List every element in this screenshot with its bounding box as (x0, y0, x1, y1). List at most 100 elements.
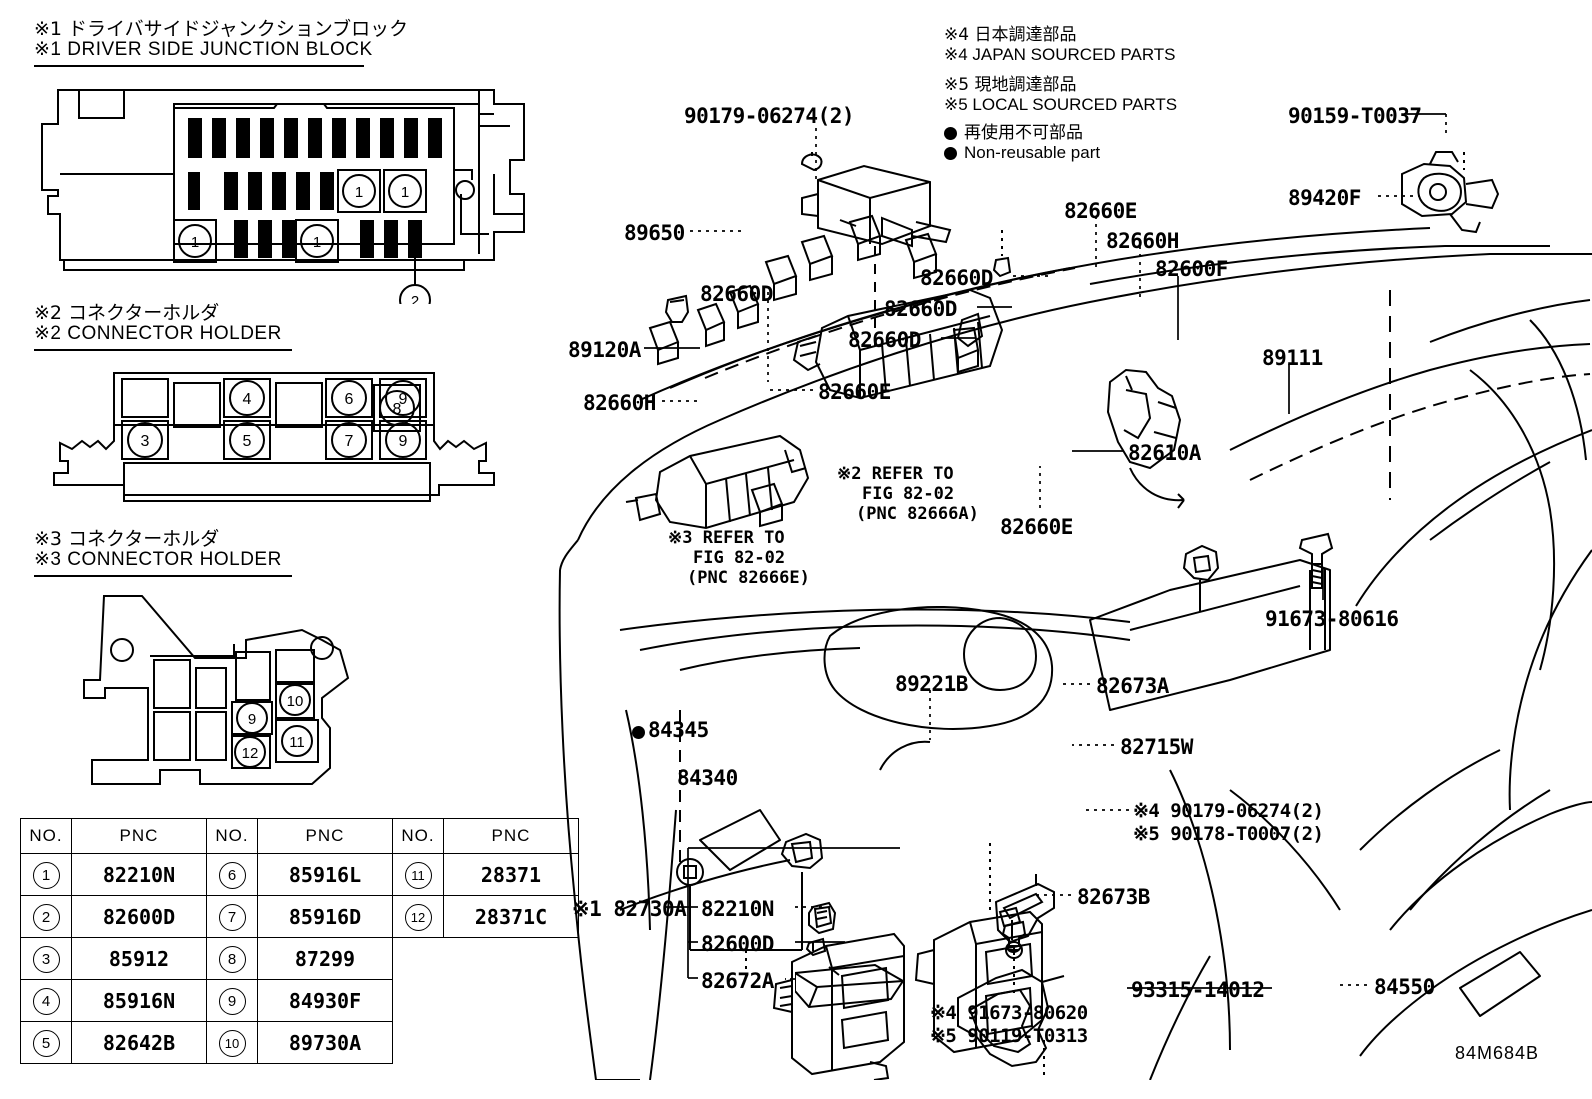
ch2-callout-3: 3 (141, 433, 150, 450)
bullet-icon (944, 147, 957, 161)
connector-holder-2-drawing: 4 3 5 6 7 8 9 9 (24, 365, 514, 505)
refer-a-line3: (PNC 82666A) (856, 504, 979, 524)
callout-circle: 1 (32, 861, 60, 889)
jb-callout-5: 2 (411, 293, 419, 304)
ch3-callout-10: 10 (287, 693, 304, 710)
jb-callout-1: 1 (355, 184, 363, 201)
refer-fig-82-02-b: ※3 REFER TO FIG 82-02 (PNC 82666E) (668, 528, 810, 588)
pnc-value-cell: 85912 (71, 937, 207, 980)
label-82660H-left: 82660H (583, 391, 656, 415)
label-89111: 89111 (1262, 346, 1323, 370)
pnc-header-3: PNC (257, 818, 393, 854)
refer-b-line3: (PNC 82666E) (687, 568, 810, 588)
callout-circle: 10 (218, 1029, 246, 1057)
instrument-panel-diagram (530, 150, 1592, 1080)
label-90159-T0037: 90159-T0037 (1288, 104, 1422, 128)
pnc-header-0: NO. (20, 818, 72, 854)
pnc-header-4: NO. (392, 818, 444, 854)
callout-circle: 7 (218, 903, 246, 931)
pnc-value-cell: 87299 (257, 937, 393, 980)
label-91673-80616: 91673-80616 (1265, 607, 1399, 631)
pnc-value-cell: 82600D (71, 895, 207, 938)
ch2-callout-8: 8 (393, 401, 402, 418)
callout-circle: 12 (404, 903, 432, 931)
label-82600D: 82600D (701, 932, 774, 956)
callout-circle: 2 (32, 903, 60, 931)
section2-title-en: ※2 CONNECTOR HOLDER (34, 322, 292, 351)
label-82660D-d: 82660D (848, 328, 921, 352)
label-84345-row: 84345 (632, 718, 709, 742)
refer-a-line1: ※2 REFER TO (837, 464, 954, 484)
callout-circle: 6 (218, 861, 246, 889)
bullet-icon (632, 726, 645, 740)
refer-b-line2: FIG 82-02 (693, 548, 786, 568)
table-row: 2 82600D 7 85916D 12 28371C (20, 895, 579, 938)
label-93315-14012: 93315-14012 (1131, 978, 1265, 1002)
pnc-no-cell: 4 (20, 979, 72, 1022)
refer-fig-82-02-a: ※2 REFER TO FIG 82-02 (PNC 82666A) (837, 464, 979, 524)
label-82660D-a: 82660D (700, 282, 773, 306)
legend-nonreusable-en-row: Non-reusable part (944, 143, 1100, 163)
legend-local-en: ※5 LOCAL SOURCED PARTS (944, 95, 1178, 114)
screw-91673-80620-icon (993, 920, 1037, 1010)
legend-local-jp: ※5 現地調達部品 (944, 75, 1077, 95)
pnc-value-cell: 28371 (443, 853, 579, 896)
pnc-value-cell: 84930F (257, 979, 393, 1022)
label-89650: 89650 (624, 221, 685, 245)
ch2-callout-6: 6 (345, 391, 354, 408)
legend-japan-en: ※4 JAPAN SOURCED PARTS (944, 45, 1176, 64)
ch2-callout-9b: 9 (399, 433, 408, 450)
jb-callout-4: 1 (313, 234, 321, 251)
label-82673B: 82673B (1077, 885, 1150, 909)
section1-title-jp: ※1 ドライバサイドジャンクションブロック (34, 18, 409, 40)
pnc-value-cell: 28371C (443, 895, 579, 938)
pnc-header-1: PNC (71, 818, 207, 854)
callout-circle: 3 (32, 945, 60, 973)
callout-circle: 8 (218, 945, 246, 973)
label-89221B: 89221B (895, 672, 968, 696)
callout-circle: 9 (218, 987, 246, 1015)
pnc-value-cell: 85916N (71, 979, 207, 1022)
label-89120A: 89120A (568, 338, 641, 362)
callout-circle: 11 (404, 861, 432, 889)
label-90179-06274-bottom: ※4 90179-06274(2) (1133, 800, 1324, 822)
label-90178-T0007: ※5 90178-T0007(2) (1133, 823, 1324, 845)
legend-japan-jp: ※4 日本調達部品 (944, 25, 1077, 45)
label-82660E-mid: 82660E (1000, 515, 1073, 539)
section1-title-en: ※1 DRIVER SIDE JUNCTION BLOCK (34, 38, 372, 67)
figure-code: 84M684B (1455, 1043, 1540, 1063)
legend-nonreusable-jp-row: 再使用不可部品 (944, 118, 1083, 143)
label-84340: 84340 (677, 766, 738, 790)
pnc-no-cell: 3 (20, 937, 72, 980)
label-84345: 84345 (648, 718, 709, 742)
pnc-no-cell: 1 (20, 853, 72, 896)
section3-title-en: ※3 CONNECTOR HOLDER (34, 548, 292, 577)
label-82210N: 82210N (701, 897, 774, 921)
ch2-callout-5: 5 (243, 433, 252, 450)
label-82660D-b: 82660D (920, 266, 993, 290)
label-82600F: 82600F (1155, 257, 1228, 281)
label-90119-T0313: ※5 90119-T0313 (930, 1025, 1088, 1047)
pnc-value-cell: 82642B (71, 1021, 207, 1064)
section3-title-jp: ※3 コネクターホルダ (34, 528, 220, 550)
ch3-callout-11: 11 (289, 734, 305, 751)
label-90179-06274-top: 90179-06274(2) (684, 104, 855, 128)
label-82660H-top: 82660H (1106, 229, 1179, 253)
legend-nonreusable-en: Non-reusable part (964, 143, 1101, 162)
connector-holder-3-drawing: 10 9 12 11 (50, 588, 400, 808)
pnc-value-cell: 85916D (257, 895, 393, 938)
ch3-callout-12: 12 (242, 745, 259, 762)
refer-a-line2: FIG 82-02 (862, 484, 955, 504)
label-82660E-top: 82660E (1064, 199, 1137, 223)
label-82672A: 82672A (701, 969, 774, 993)
label-82610A: 82610A (1128, 441, 1201, 465)
label-91673-80620: ※4 91673-80620 (930, 1002, 1088, 1024)
pnc-no-cell: 12 (392, 895, 444, 938)
pnc-no-cell: 10 (206, 1021, 258, 1064)
jb-callout-3: 1 (191, 234, 199, 251)
